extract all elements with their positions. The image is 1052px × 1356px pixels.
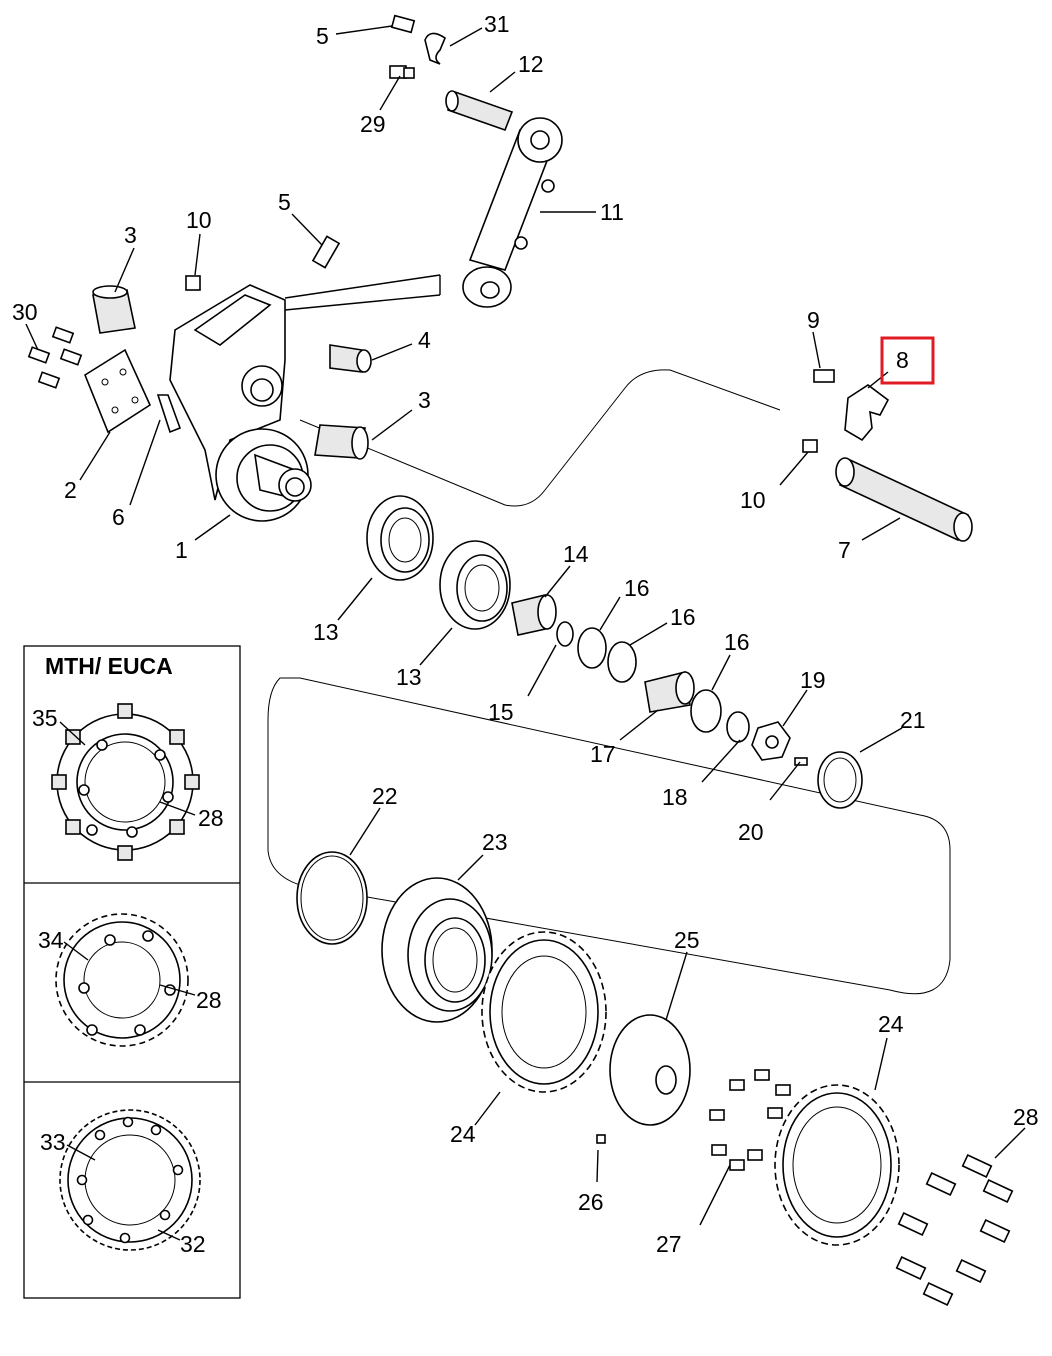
callout-8: 8 <box>896 347 909 373</box>
callout-14: 14 <box>563 541 589 567</box>
group-outline-lower <box>267 677 951 995</box>
clip-31 <box>424 32 446 65</box>
callout-34: 34 <box>38 927 64 953</box>
bracket-1 <box>169 284 312 522</box>
sprocket-34 <box>55 913 189 1047</box>
pin-4 <box>329 344 372 373</box>
snap-ring-16-a <box>577 627 607 669</box>
callout-13-a: 13 <box>313 619 339 645</box>
callout-16-b: 16 <box>670 604 696 630</box>
hub-23 <box>381 877 493 1023</box>
shaft-7 <box>835 457 973 542</box>
circlip-21 <box>817 751 863 809</box>
callout-22: 22 <box>372 783 398 809</box>
callout-24-left: 24 <box>450 1121 476 1147</box>
highlight-box-8 <box>880 336 935 385</box>
snap-ring-16-c <box>690 689 722 733</box>
grease-fitting-10-right <box>802 439 818 453</box>
leader-lines <box>25 25 1026 1241</box>
callout-13-b: 13 <box>396 664 422 690</box>
callout-6: 6 <box>112 504 125 530</box>
sprocket-33 <box>59 1109 201 1251</box>
hydraulic-cylinder-11 <box>462 117 563 308</box>
callout-28-inset-b: 28 <box>196 987 222 1013</box>
callout-11: 11 <box>600 199 624 225</box>
callout-7: 7 <box>838 537 851 563</box>
sprocket-35 <box>51 703 200 861</box>
callout-25: 25 <box>674 927 700 953</box>
bolts-30 <box>27 326 83 389</box>
bolts-28 <box>895 1154 1014 1306</box>
ring-18 <box>726 711 750 743</box>
ring-15 <box>556 621 574 647</box>
screw-5-bracket <box>311 235 341 269</box>
spacer-17 <box>644 671 695 713</box>
callout-10-right: 10 <box>740 487 766 513</box>
callout-1: 1 <box>175 537 188 563</box>
callout-19: 19 <box>800 667 826 693</box>
callout-24-right: 24 <box>878 1011 904 1037</box>
callout-9: 9 <box>807 307 820 333</box>
fitting-6 <box>156 394 182 434</box>
o-ring-22 <box>296 851 368 945</box>
lock-plate-8 <box>844 384 890 442</box>
pin-12 <box>445 90 514 132</box>
inset-title: MTH/ EUCA <box>45 653 173 679</box>
callout-2: 2 <box>64 477 77 503</box>
nut-19 <box>751 721 791 761</box>
screw-5-top <box>390 14 416 34</box>
callout-18: 18 <box>662 784 688 810</box>
sprocket-24-left <box>481 931 607 1093</box>
callout-35: 35 <box>32 705 58 731</box>
callout-28-inset-a: 28 <box>198 805 224 831</box>
group-outline-upper <box>299 369 781 507</box>
callout-28-right: 28 <box>1013 1104 1039 1130</box>
callout-10-left: 10 <box>186 207 212 233</box>
bushing-3-lower <box>314 424 369 460</box>
callout-16-c: 16 <box>724 629 750 655</box>
callout-23: 23 <box>482 829 508 855</box>
bolts-27 <box>709 1069 791 1171</box>
callout-3-upper: 3 <box>124 222 137 248</box>
callout-31: 31 <box>484 11 510 37</box>
callout-5-top: 5 <box>316 23 329 49</box>
snap-ring-16-b <box>607 641 637 683</box>
callouts: 5 31 12 29 11 10 5 3 30 4 3 2 6 1 9 8 10… <box>12 11 1039 1257</box>
callout-3-lower: 3 <box>418 387 431 413</box>
sprocket-24-right <box>774 1084 900 1246</box>
spacer-14 <box>511 594 557 636</box>
callout-15: 15 <box>488 699 514 725</box>
callout-27: 27 <box>656 1231 682 1257</box>
callout-32: 32 <box>180 1231 206 1257</box>
callout-17: 17 <box>590 741 616 767</box>
callout-29: 29 <box>360 111 386 137</box>
plate-2 <box>84 348 152 434</box>
callout-21: 21 <box>900 707 926 733</box>
inset-panel: MTH/ EUCA <box>23 645 241 1299</box>
callout-16-a: 16 <box>624 575 650 601</box>
callout-4: 4 <box>418 327 431 353</box>
pin-20 <box>794 757 808 766</box>
callout-20: 20 <box>738 819 764 845</box>
plug-26 <box>596 1134 606 1144</box>
callout-33: 33 <box>40 1129 66 1155</box>
callout-5-bracket: 5 <box>278 189 291 215</box>
bushing-3-upper <box>92 285 136 334</box>
callout-26: 26 <box>578 1189 604 1215</box>
bearing-13-b <box>439 540 511 630</box>
bolt-9 <box>813 369 835 383</box>
callout-12: 12 <box>518 51 544 77</box>
bearing-13-a <box>366 495 434 581</box>
callout-30: 30 <box>12 299 38 325</box>
cover-25 <box>609 1014 691 1126</box>
grease-fitting-10-left <box>185 275 201 291</box>
grease-fitting-29 <box>389 65 415 79</box>
